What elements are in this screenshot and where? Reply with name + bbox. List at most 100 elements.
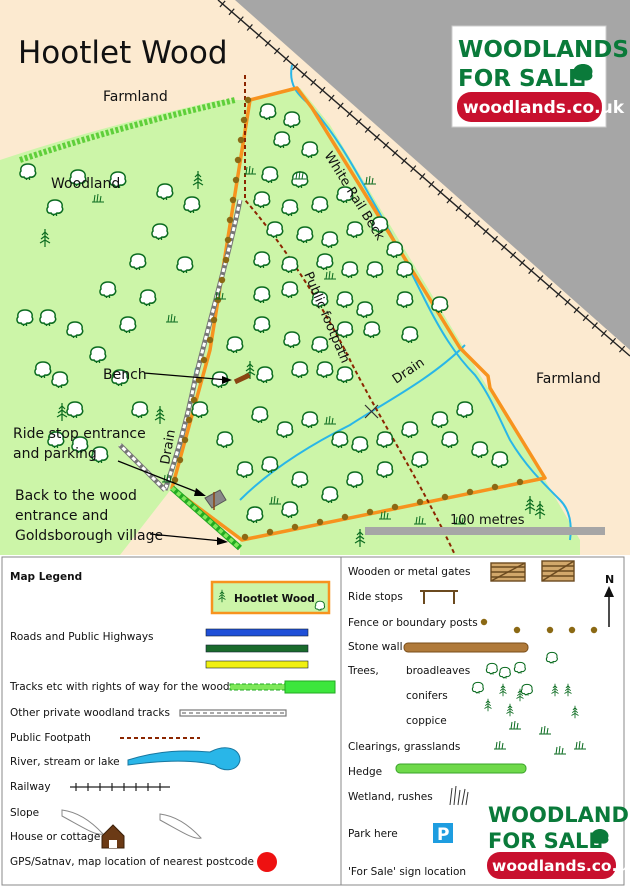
- railway-tick: [618, 345, 626, 353]
- boundary-post: [181, 436, 189, 444]
- legend-slope-sample-2: [159, 813, 202, 839]
- legend-hedge-sample: [395, 763, 527, 774]
- railway-tick: [255, 31, 262, 39]
- brand-logo-bottom: WOODLANDS FOR SALE woodlands.co.uk: [484, 797, 630, 881]
- legend-post: [590, 626, 598, 634]
- brand-url-top: woodlands.co.uk: [463, 98, 625, 118]
- legend-road-blue: [205, 628, 309, 637]
- footpath-crossing: [364, 404, 379, 419]
- legend-trees: Trees,: [347, 665, 379, 677]
- railway-tick: [364, 126, 371, 133]
- legend-slope: Slope: [10, 807, 39, 819]
- brand-line2-top: FOR SALE: [458, 66, 584, 92]
- legend-footpath: Public Footpath: [10, 732, 91, 744]
- railway-tick: [310, 78, 317, 86]
- label-bench: Bench: [103, 367, 147, 383]
- legend-clearings: Clearings, grasslands: [348, 741, 460, 753]
- label-back-3: Goldsborough village: [15, 528, 163, 544]
- railway-tick: [464, 212, 471, 220]
- house-icon: [101, 824, 125, 849]
- boundary-post: [391, 503, 399, 511]
- legend-post: [513, 626, 521, 634]
- brand-logo-top: WOODLANDS FOR SALE woodlands.co.uk: [451, 25, 629, 128]
- railway-tick: [410, 165, 417, 173]
- legend-river-sample: [127, 747, 241, 771]
- brand-line1-top: WOODLANDS: [458, 37, 629, 63]
- railway-tick: [528, 267, 535, 275]
- legend-gates: Wooden or metal gates: [348, 566, 470, 578]
- private-track-2: [118, 443, 167, 492]
- legend-wetland: Wetland, rushes: [348, 791, 433, 803]
- drain-east: [239, 344, 466, 501]
- railway-tick: [419, 173, 426, 180]
- legend-wood-sample: Hootlet Wood: [210, 580, 331, 615]
- railway-tick: [237, 16, 244, 24]
- north-label: N: [605, 573, 614, 586]
- railway-tick: [582, 314, 589, 322]
- svg-text:P: P: [437, 825, 449, 845]
- legend-coppice: coppice: [406, 715, 447, 727]
- boundary-post: [234, 156, 242, 164]
- railway-tick: [555, 290, 562, 298]
- railway-line: [217, 0, 630, 357]
- boundary-post: [206, 336, 214, 344]
- legend-for-sale: 'For Sale' sign location: [348, 866, 466, 878]
- scale-bar: [365, 527, 605, 535]
- brand-url-bottom: woodlands.co.uk: [492, 857, 630, 875]
- boundary-post: [224, 236, 232, 244]
- ride-stop-arrow: [117, 460, 203, 495]
- boundary-post: [516, 478, 524, 486]
- railway-tick: [337, 102, 344, 110]
- boundary-post: [185, 416, 193, 424]
- label-ride-stop-2: and parking: [13, 446, 97, 462]
- railway-tick: [346, 110, 353, 118]
- white-rail-beck: [290, 64, 572, 541]
- legend-post: [480, 618, 488, 626]
- boundary-post: [266, 528, 274, 536]
- label-drain-west: Drain: [158, 428, 179, 465]
- boundary-post: [244, 96, 252, 104]
- legend-post: [546, 626, 554, 634]
- private-track: [163, 199, 242, 491]
- legend-gps: GPS/Satnav, map location of nearest post…: [10, 856, 254, 868]
- legend-slope-sample-1: [61, 809, 104, 835]
- brand-line1-bottom: WOODLANDS: [488, 803, 630, 827]
- bench-arrow-head: [222, 376, 232, 384]
- parking-icon: P: [433, 823, 453, 845]
- boundary-post: [366, 508, 374, 516]
- legend-title: Map Legend: [10, 571, 82, 583]
- boundary-post: [240, 116, 248, 124]
- railway-tick: [246, 24, 253, 31]
- legend-wood-sample-label: Hootlet Wood: [234, 593, 315, 605]
- boundary-post: [218, 276, 226, 284]
- railway-tick: [382, 141, 390, 149]
- legend-fence: Fence or boundary posts: [348, 617, 478, 629]
- legend-stone-wall: Stone wall: [348, 641, 403, 653]
- map-title: Hootlet Wood: [18, 35, 228, 71]
- railway-tick: [446, 196, 453, 204]
- boundary-post: [226, 216, 234, 224]
- railway-tick: [546, 282, 553, 290]
- label-woodland: Woodland: [51, 176, 120, 192]
- gate-icon: [490, 560, 575, 582]
- label-back-1: Back to the wood: [15, 488, 137, 504]
- bench-arrow: [143, 372, 229, 381]
- boundary-post: [416, 498, 424, 506]
- railway-tick: [455, 204, 462, 212]
- back-arrow: [149, 533, 223, 542]
- back-arrow-head: [217, 537, 228, 545]
- railway-tick: [482, 228, 489, 235]
- boundary-post: [491, 483, 499, 491]
- railway-tick: [600, 330, 607, 337]
- railway-tick: [428, 180, 435, 188]
- brand-tree-icon: [573, 64, 593, 86]
- railway-tick: [537, 275, 544, 282]
- label-farmland-e: Farmland: [536, 371, 601, 387]
- scale-label: 100 metres: [450, 513, 525, 528]
- bench-marker: [233, 372, 251, 385]
- railway-tick: [573, 306, 580, 314]
- legend-hedge: Hedge: [348, 766, 382, 778]
- railway-tick: [564, 298, 571, 306]
- railway-tick: [401, 157, 408, 165]
- boundary-post: [176, 456, 184, 464]
